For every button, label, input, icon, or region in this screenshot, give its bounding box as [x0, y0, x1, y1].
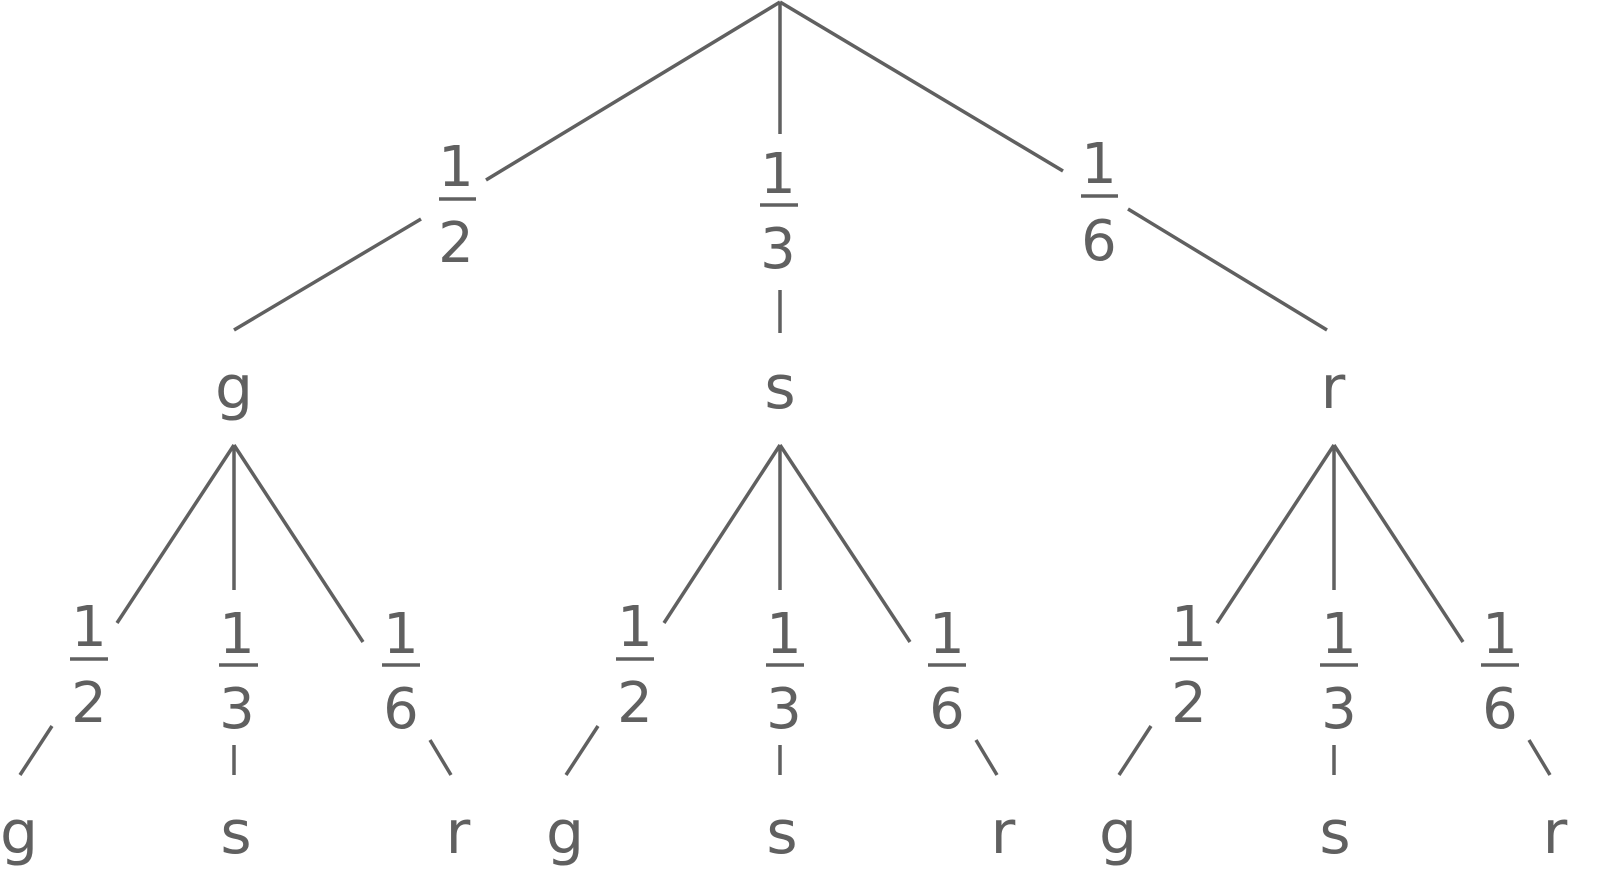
svg-text:1: 1	[1482, 602, 1518, 667]
probability-label-root-g: 1 2	[438, 135, 476, 276]
svg-text:2: 2	[1171, 671, 1207, 736]
branch-r-r-upper	[1332, 444, 1465, 643]
svg-text:1: 1	[760, 142, 796, 207]
outcome-node-s-g: g	[546, 798, 584, 868]
branch-r-g-upper	[1215, 444, 1336, 624]
probability-label-s-s: 1 3	[766, 602, 804, 742]
svg-text:2: 2	[617, 671, 653, 736]
svg-text:1: 1	[71, 595, 107, 660]
probability-label-r-g: 1 2	[1170, 595, 1208, 736]
outcome-node-s: s	[764, 353, 795, 423]
branch-root-g-lower	[233, 217, 422, 332]
svg-text:1: 1	[383, 602, 419, 667]
svg-text:3: 3	[219, 677, 255, 742]
outcome-node-g: g	[215, 353, 253, 423]
svg-text:1: 1	[438, 135, 474, 200]
svg-text:1: 1	[766, 602, 802, 667]
branch-r-g-lower	[1117, 725, 1153, 776]
svg-text:6: 6	[1081, 209, 1117, 274]
svg-text:6: 6	[929, 677, 965, 742]
branch-g-g-lower	[18, 725, 54, 776]
branch-s-r-lower	[974, 739, 999, 776]
outcome-node-r-s: s	[1319, 798, 1350, 868]
branch-g-r-upper	[232, 444, 365, 643]
svg-text:1: 1	[1081, 132, 1117, 197]
outcome-node-r: r	[1321, 353, 1346, 423]
branch-g-g-upper	[115, 444, 236, 624]
svg-text:1: 1	[929, 602, 965, 667]
svg-text:3: 3	[760, 217, 796, 282]
outcome-node-g-s: s	[220, 798, 251, 868]
branch-g-r-lower	[428, 739, 453, 776]
branch-root-r-lower	[1127, 207, 1328, 332]
svg-text:6: 6	[1482, 677, 1518, 742]
svg-text:2: 2	[71, 671, 107, 736]
probability-label-r-s: 1 3	[1320, 602, 1358, 742]
probability-label-root-s: 1 3	[760, 142, 798, 282]
probability-label-root-r: 1 6	[1081, 132, 1118, 274]
branch-r-r-lower	[1527, 739, 1552, 776]
branch-root-g-upper	[485, 0, 781, 182]
svg-text:1: 1	[1171, 595, 1207, 660]
branch-s-g-lower	[564, 725, 600, 776]
svg-text:1: 1	[219, 602, 255, 667]
outcome-node-r-r: r	[1543, 798, 1568, 868]
svg-text:3: 3	[766, 677, 802, 742]
probability-label-g-r: 1 6	[382, 602, 420, 742]
probability-label-g-g: 1 2	[70, 595, 108, 736]
svg-text:2: 2	[438, 211, 474, 276]
branch-s-g-upper	[662, 444, 782, 624]
probability-label-r-r: 1 6	[1481, 602, 1519, 742]
svg-text:1: 1	[617, 595, 653, 660]
svg-text:1: 1	[1321, 602, 1357, 667]
outcome-node-s-s: s	[766, 798, 797, 868]
outcome-node-g-r: r	[446, 798, 471, 868]
svg-text:6: 6	[383, 677, 419, 742]
outcome-node-g-g: g	[0, 798, 38, 868]
outcome-node-s-r: r	[991, 798, 1016, 868]
outcome-node-r-g: g	[1099, 798, 1137, 868]
probability-label-g-s: 1 3	[219, 602, 258, 742]
svg-text:3: 3	[1321, 677, 1357, 742]
probability-label-s-g: 1 2	[616, 595, 654, 736]
branch-root-r-upper	[779, 0, 1064, 173]
branch-s-r-upper	[778, 444, 912, 643]
probability-label-s-r: 1 6	[928, 602, 966, 742]
